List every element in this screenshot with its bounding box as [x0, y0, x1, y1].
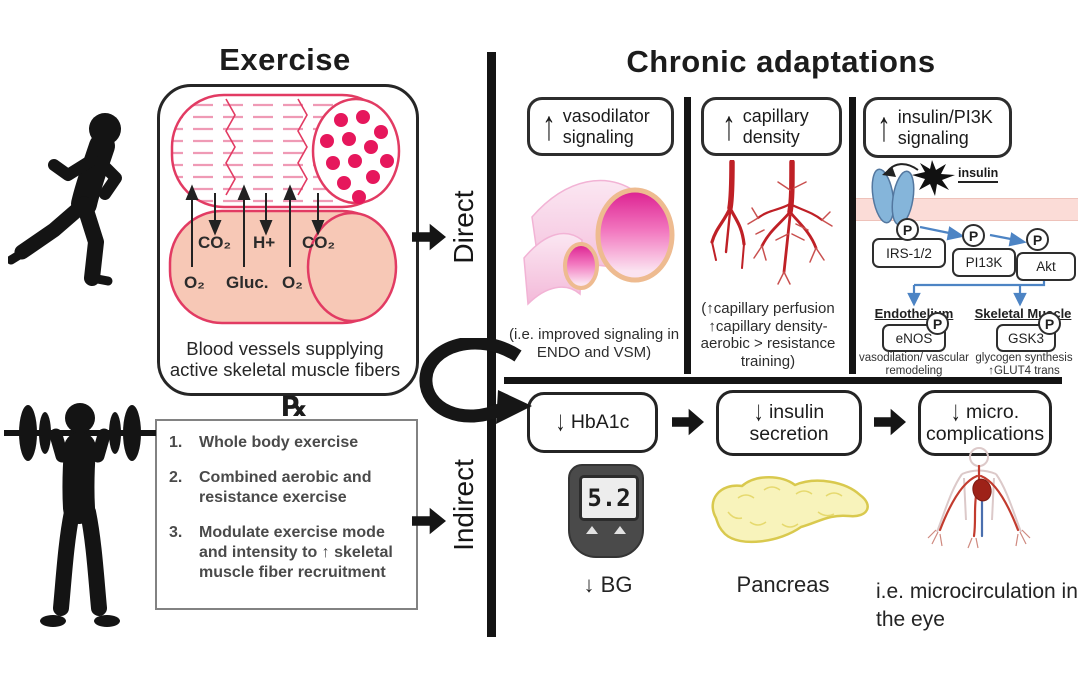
meter-button-icon	[586, 526, 598, 534]
glucose-meter-screen: 5.2	[579, 475, 639, 521]
prescription-item: 2. Combined aerobic and resistance exerc…	[169, 469, 372, 506]
muscle-fiber-illustration	[168, 93, 401, 325]
muscle-box-caption: Blood vessels supplying active skeletal …	[169, 338, 401, 380]
runner-silhouette	[8, 113, 122, 286]
capillary-density-box: ↑ capillary density	[701, 97, 842, 156]
indirect-label: Indirect	[448, 459, 479, 551]
skeletal-muscle-caption: glycogen synthesis ↑GLUT4 trans	[975, 352, 1073, 378]
capillary-caption: (↑capillary perfusion ↑capillary density…	[700, 300, 836, 371]
prescription-item: 3. Modulate exercise mode and intensity …	[169, 524, 393, 581]
fiber-cross-section-dots	[320, 110, 394, 204]
phospho-badge: P	[926, 312, 949, 335]
panel-divider	[684, 97, 691, 374]
glucose-meter: 5.2	[568, 464, 644, 558]
vessel-tubes-illustration	[523, 179, 675, 306]
chronic-adaptations-title: Chronic adaptations	[626, 44, 936, 79]
muscle-fiber-bundle	[170, 93, 401, 209]
panel-divider	[849, 97, 856, 374]
vasodilator-caption: (i.e. improved signaling in ENDO and VSM…	[508, 326, 680, 361]
endothelium-caption: vasodilation/ vascular remodeling	[859, 352, 969, 378]
muscle-vessel-box: CO₂ H+ CO₂ O₂ Gluc. O₂ Blood vessels sup…	[157, 84, 419, 396]
insulin-secretion-box: ↓ insulin secretion	[716, 390, 862, 456]
insulin-signaling-pathway: insulin IRS-1/2 P PI13K P Akt P Endothel…	[856, 158, 1078, 378]
flow-arrow-icon	[672, 408, 704, 436]
co2-label-left: CO₂	[198, 233, 232, 252]
pancreas-label: Pancreas	[736, 572, 830, 597]
cascade-arrows	[907, 225, 1046, 307]
skeletal-muscle-title: Skeletal Muscle	[974, 306, 1072, 321]
loop-arrow-icon	[419, 338, 532, 424]
up-arrow-icon: ↑	[877, 103, 891, 150]
pi3k-node: PI13K	[952, 248, 1016, 277]
rx-prescription-symbol: ℞	[282, 391, 308, 422]
down-arrow-icon: ↓	[753, 395, 764, 428]
akt-node: Akt	[1016, 252, 1076, 281]
starburst-icon	[912, 160, 955, 196]
exchange-arrows	[185, 184, 325, 267]
meter-button-icon	[614, 526, 626, 534]
prescription-item: 1. Whole body exercise	[169, 434, 359, 451]
phospho-badge: P	[896, 218, 919, 241]
insulin-ligand-label: insulin	[958, 166, 999, 183]
capillary-tree-illustration	[710, 160, 833, 285]
direct-label: Direct	[448, 190, 479, 264]
phospho-badge: P	[1038, 312, 1061, 335]
insulin-receptor-icon	[871, 168, 915, 226]
exercise-title: Exercise	[219, 42, 351, 77]
co2-label-right: CO₂	[302, 233, 336, 252]
pathway-graphics	[871, 160, 1046, 307]
o2-label-left: O₂	[184, 273, 205, 292]
blood-glucose-label: ↓ BG	[583, 572, 633, 597]
up-arrow-icon: ↑	[722, 102, 736, 149]
down-arrow-icon: ↓	[950, 395, 961, 428]
circulatory-body-illustration	[927, 447, 1031, 549]
gsk3-node: GSK3	[996, 324, 1056, 352]
glucose-label: Gluc.	[226, 273, 269, 292]
irs-node: IRS-1/2	[872, 238, 946, 268]
endothelium-title: Endothelium	[874, 306, 954, 321]
phospho-badge: P	[1026, 228, 1049, 251]
vasodilator-signaling-box: ↑ vasodilator signaling	[527, 97, 674, 156]
down-arrow-icon: ↓	[555, 405, 566, 438]
microcirculation-caption: i.e. microcirculation in the eye	[876, 580, 1078, 632]
prescription-box: 1. Whole body exercise 2. Combined aerob…	[155, 419, 418, 610]
blood-vessel-illustration	[168, 209, 398, 325]
flow-arrow-icon	[874, 408, 906, 436]
hba1c-box: ↓ HbA1c	[527, 392, 658, 453]
up-arrow-icon: ↑	[542, 102, 556, 149]
o2-label-right: O₂	[282, 273, 303, 292]
direct-indirect-horizontal-divider	[504, 377, 1062, 384]
pancreas-illustration	[711, 476, 869, 544]
insulin-pi3k-signaling-box: ↑ insulin/PI3K signaling	[863, 97, 1012, 158]
phospho-badge: P	[962, 224, 985, 247]
h-plus-label: H+	[253, 233, 276, 252]
weightlifter-silhouette	[4, 403, 156, 627]
micro-complications-box: ↓ micro. complications	[918, 390, 1052, 456]
